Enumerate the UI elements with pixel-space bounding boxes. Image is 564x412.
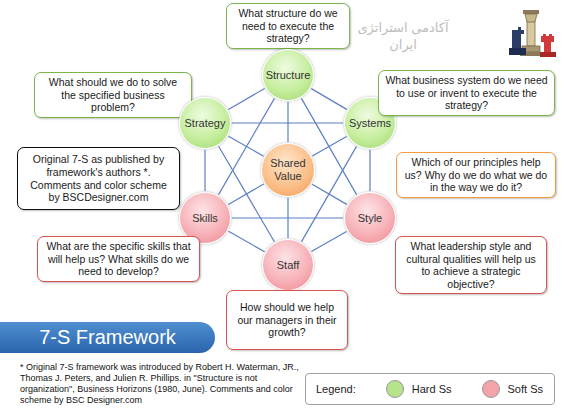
s-label: Shared Value bbox=[262, 157, 314, 182]
title-text: 7-S Framework bbox=[39, 326, 176, 349]
connector-line bbox=[228, 184, 263, 204]
connector-line bbox=[287, 102, 288, 142]
node-text-group: Which of our principles help us? Why do … bbox=[403, 156, 549, 194]
question-text: How should we help our managers in their… bbox=[233, 301, 341, 339]
connector-line bbox=[287, 198, 288, 238]
connector-line bbox=[369, 150, 370, 191]
question-box: What leadership style and cultural quali… bbox=[395, 236, 547, 294]
question-text: Which of our principles help us? Why do … bbox=[403, 156, 549, 194]
node-text-group: What business system do we need to use o… bbox=[385, 74, 548, 112]
question-text: Original 7-S as published by framework's… bbox=[24, 153, 173, 203]
s-label: Structure bbox=[266, 69, 311, 82]
legend-swatch bbox=[386, 380, 404, 398]
connector-line bbox=[204, 150, 205, 191]
title-banner: 7-S Framework bbox=[0, 322, 215, 353]
node-text-group: Shared Value bbox=[262, 157, 314, 182]
node-text-group: What are the specific skills that will h… bbox=[44, 240, 193, 278]
chess-pieces bbox=[509, 10, 556, 57]
question-box: How should we help our managers in their… bbox=[226, 290, 348, 350]
legend-text: Soft Ss bbox=[508, 383, 543, 395]
node-text-group: How should we help our managers in their… bbox=[233, 301, 341, 339]
node-text-group: What should we do to solve the specified… bbox=[41, 76, 185, 114]
s-label: Systems bbox=[349, 117, 391, 130]
node-text-group: Systems bbox=[349, 117, 391, 130]
soft-s-circle: Staff bbox=[262, 239, 314, 291]
connector-line bbox=[312, 184, 347, 204]
question-box: What are the specific skills that will h… bbox=[37, 236, 200, 282]
question-text: What are the specific skills that will h… bbox=[44, 240, 193, 278]
question-text: What business system do we need to use o… bbox=[385, 74, 548, 112]
s-label: Staff bbox=[277, 259, 299, 272]
question-box: What business system do we need to use o… bbox=[378, 70, 555, 116]
question-text: What should we do to solve the specified… bbox=[41, 76, 185, 114]
node-text-group: Strategy bbox=[185, 117, 226, 130]
hard-s-circle: Structure bbox=[262, 49, 314, 101]
connector-line bbox=[228, 89, 264, 110]
watermark: آکادمی استراتژی ایران bbox=[348, 20, 458, 54]
s-label: Style bbox=[358, 212, 382, 225]
s-label: Strategy bbox=[185, 117, 226, 130]
question-box: Which of our principles help us? Why do … bbox=[396, 152, 556, 198]
legend-box: Legend: Hard Ss Soft Ss bbox=[305, 373, 555, 405]
node-text-group: Staff bbox=[277, 259, 299, 272]
soft-s-circle: Style bbox=[344, 192, 396, 244]
question-box: Original 7-S as published by framework's… bbox=[17, 147, 180, 210]
footnote: * Original 7-S framework was introduced … bbox=[20, 362, 305, 406]
legend-text: Hard Ss bbox=[412, 383, 452, 395]
hard-s-circle: Strategy bbox=[179, 97, 231, 149]
core-circle: Shared Value bbox=[261, 143, 315, 197]
legend-swatch bbox=[482, 380, 500, 398]
node-text-group: What leadership style and cultural quali… bbox=[402, 240, 540, 290]
question-box: What should we do to solve the specified… bbox=[34, 72, 192, 118]
node-text-group: What structure do we need to execute the… bbox=[233, 7, 343, 45]
connector-line bbox=[228, 136, 263, 156]
node-text-group: Structure bbox=[266, 69, 311, 82]
question-box: What structure do we need to execute the… bbox=[226, 3, 350, 49]
connector-line bbox=[312, 136, 346, 156]
connector-line bbox=[311, 231, 346, 251]
node-text-group: Original 7-S as published by framework's… bbox=[24, 153, 173, 203]
legend-heading: Legend: bbox=[316, 383, 356, 395]
connector-line bbox=[311, 89, 346, 110]
s-label: Skills bbox=[192, 212, 218, 225]
question-text: What structure do we need to execute the… bbox=[233, 7, 343, 45]
node-text-group: Skills bbox=[192, 212, 218, 225]
node-text-group: Style bbox=[358, 212, 382, 225]
connector-line bbox=[228, 231, 264, 251]
question-text: What leadership style and cultural quali… bbox=[402, 240, 540, 290]
